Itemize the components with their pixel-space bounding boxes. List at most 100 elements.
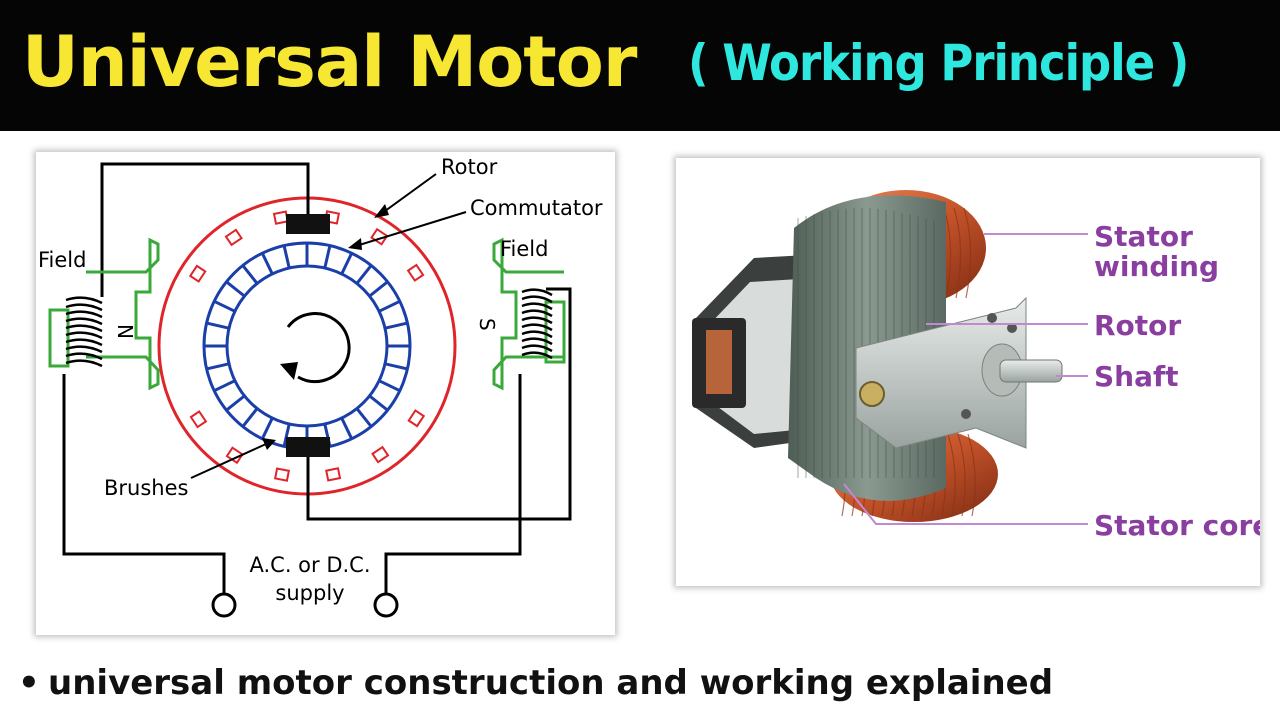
commutator-segment: [378, 299, 401, 313]
page-subtitle: ( Working Principle ): [688, 34, 1189, 92]
winding-wire-top: [963, 207, 972, 299]
carbon-brush: [706, 330, 732, 394]
commutator-pointer: [355, 211, 467, 247]
commutator-pointer-head: [348, 238, 362, 250]
commutator-segment: [206, 362, 230, 371]
caption: •universal motor construction and workin…: [18, 655, 1053, 711]
stator-core-label: Stator core: [1094, 509, 1260, 542]
rotation-arrow: [286, 312, 351, 384]
coil-turn: [65, 331, 103, 340]
supply-label-line2: supply: [275, 581, 344, 605]
field-coil-right: [521, 288, 553, 360]
rotor-label: Rotor: [1094, 309, 1181, 342]
coil-turn: [65, 310, 103, 319]
commutator-segment: [323, 245, 332, 269]
coil-turn: [521, 288, 553, 297]
coil-turn: [521, 323, 553, 332]
field-right-label: Field: [500, 237, 548, 261]
page-title: Universal Motor: [22, 21, 637, 103]
supply-label-line1: A.C. or D.C.: [249, 553, 370, 577]
universal-motor-illustration: Stator winding Rotor Shaft Stator core: [692, 190, 1260, 542]
rotor-slot: [189, 410, 208, 429]
commutator-segment: [378, 379, 401, 393]
coil-turn: [521, 344, 553, 353]
coil-turn: [521, 351, 553, 360]
field-coil-left: [65, 296, 103, 368]
stator-core-leader: [843, 483, 1088, 525]
commutator-segment: [241, 407, 259, 428]
motor-photo-panel: Stator winding Rotor Shaft Stator core: [676, 158, 1260, 586]
rotor-slot: [188, 264, 207, 283]
commutator-segment: [355, 264, 373, 285]
bracket-hole-1: [987, 313, 997, 323]
commutator-segment: [260, 417, 274, 440]
field-pole-s: [492, 237, 564, 391]
brushes-pointer-head: [262, 438, 276, 450]
rotor-pointer: [380, 173, 437, 215]
coil-turn: [65, 359, 103, 368]
rotation-arrowhead: [280, 362, 298, 380]
commutator-segment: [206, 321, 230, 330]
rotor-label: Rotor: [441, 155, 498, 179]
bracket-hole-2: [1007, 323, 1017, 333]
winding-wire-top: [953, 207, 962, 299]
top-brush: [286, 214, 330, 234]
stator-winding-label-line2: winding: [1094, 250, 1219, 283]
coil-turn: [521, 295, 553, 304]
shaft-label: Shaft: [1094, 360, 1179, 393]
commutator-segment: [368, 280, 389, 298]
bracket-hole-3: [961, 409, 971, 419]
field-pole-n: [86, 237, 160, 391]
caption-text: universal motor construction and working…: [48, 663, 1054, 703]
pole-n-label: N: [113, 324, 137, 339]
commutator-segment: [340, 252, 354, 275]
wire-left-supply: [62, 374, 226, 593]
winding-wire-top: [943, 207, 952, 299]
stator-winding-label-line1: Stator: [1094, 220, 1193, 253]
wire-bottom-right: [306, 287, 572, 521]
circuit-diagram-panel: N S Rotor Commutator Field Field Brushes…: [36, 152, 615, 635]
supply-terminal-left: [211, 592, 237, 618]
coil-turn: [521, 330, 553, 339]
rotor-slot: [272, 210, 289, 225]
shaft: [999, 359, 1063, 383]
coil-turn: [521, 309, 553, 318]
bottom-brush: [286, 437, 330, 457]
header-bar: Universal Motor ( Working Principle ): [0, 0, 1280, 131]
wire-right-supply: [384, 374, 522, 593]
coil-turn: [65, 338, 103, 347]
rotor-slot: [224, 228, 243, 247]
rotor-slot: [406, 263, 425, 282]
field-left-label: Field: [38, 248, 86, 272]
rotor-slot: [370, 227, 389, 246]
coil-turn: [521, 316, 553, 325]
rotor-slot: [371, 445, 390, 464]
commutator-label: Commutator: [470, 196, 603, 220]
coil-turn: [65, 317, 103, 326]
commutator-segment: [282, 423, 291, 447]
winding-wire-bottom: [967, 433, 976, 517]
field-core-right: [544, 300, 566, 364]
pole-s-label: S: [475, 318, 499, 331]
coil-turn: [521, 337, 553, 346]
universal-motor-circuit-diagram: N S Rotor Commutator Field Field Brushes…: [38, 155, 603, 618]
front-bracket: [855, 296, 1027, 449]
commutator-segment: [355, 407, 373, 428]
commutator-segment: [368, 394, 389, 412]
commutator-segment: [225, 280, 246, 298]
coil-turn: [65, 296, 103, 305]
commutator-segment: [213, 379, 236, 393]
supply-terminal-right: [373, 592, 399, 618]
rotor-slot: [407, 409, 426, 428]
commutator-inner-ring: [225, 264, 389, 428]
commutator-segment: [340, 417, 354, 440]
winding-wire-bottom: [947, 433, 956, 517]
brushes-pointer: [190, 443, 267, 479]
commutator-segments: [204, 243, 410, 449]
coil-turn: [521, 302, 553, 311]
rotor-pointer-head: [374, 204, 389, 218]
commutator-segment: [260, 252, 274, 275]
commutator-segment: [225, 394, 246, 412]
commutator-segment: [282, 245, 291, 269]
bullet-dot: •: [18, 663, 40, 703]
